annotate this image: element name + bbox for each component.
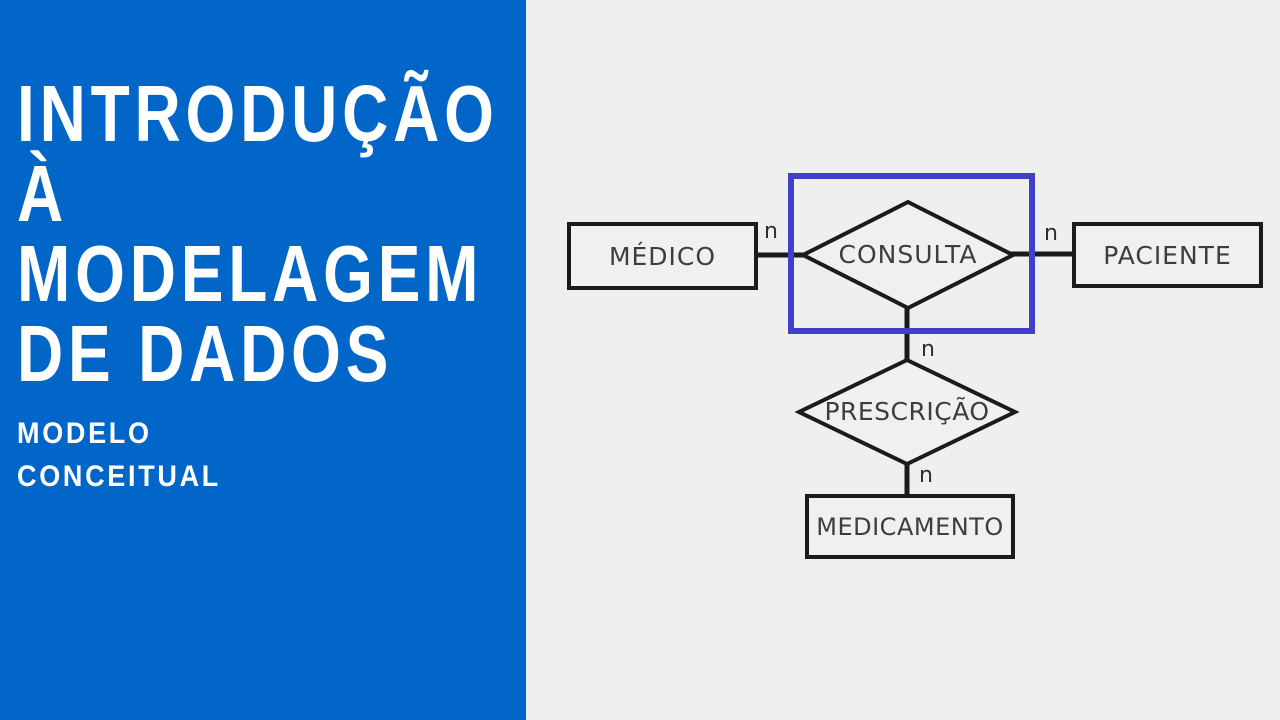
subtitle-line: MODELO [17,417,152,450]
entity-paciente: PACIENTE [1072,222,1263,288]
title-line: À [17,149,69,238]
entity-medicamento-label: MEDICAMENTO [816,512,1004,541]
entity-medico-label: MÉDICO [608,241,717,271]
entity-medico: MÉDICO [567,222,758,290]
title-line: DE DADOS [17,309,394,398]
slide-title: INTRODUÇÃO À MODELAGEM DE DADOS [17,74,499,394]
cardinality-medico-consulta: n [764,219,778,244]
slide-subtitle: MODELO CONCEITUAL [17,412,221,498]
title-line: MODELAGEM [17,229,484,318]
relationship-prescricao-label: PRESCRIÇÃO [824,397,990,426]
title-line: INTRODUÇÃO [17,69,499,158]
entity-paciente-label: PACIENTE [1103,240,1232,270]
cardinality-consulta-prescricao: n [921,337,935,362]
cardinality-consulta-paciente: n [1044,221,1058,246]
subtitle-line: CONCEITUAL [17,460,221,493]
title-panel: INTRODUÇÃO À MODELAGEM DE DADOS MODELO C… [0,0,526,720]
cardinality-prescricao-medicamento: n [919,463,933,488]
consulta-highlight-box [788,173,1035,334]
relationship-consulta-label: CONSULTA [838,240,978,269]
entity-medicamento: MEDICAMENTO [805,494,1015,559]
